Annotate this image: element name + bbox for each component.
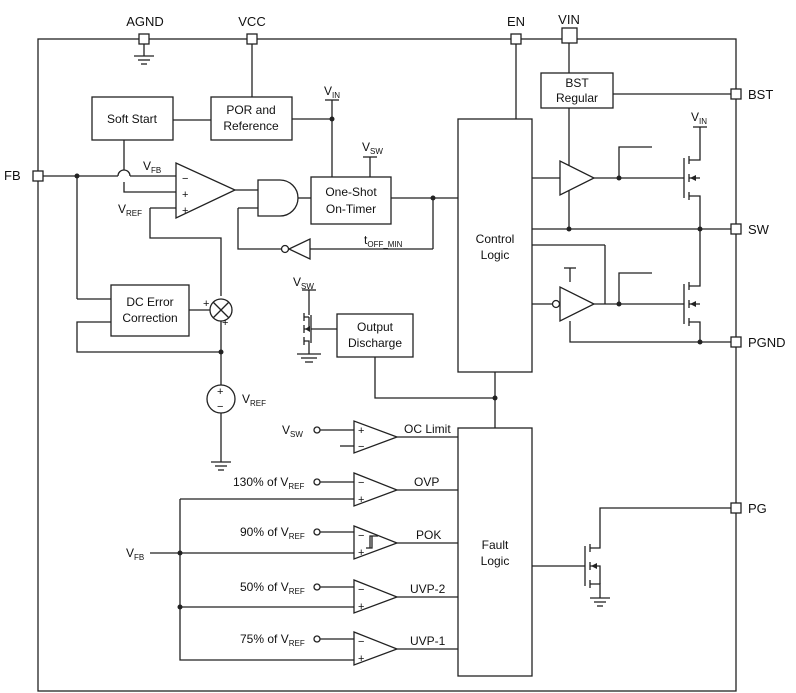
discharge-mosfet xyxy=(303,290,312,354)
svg-text:+: + xyxy=(358,601,364,613)
pin-pgnd: PGND xyxy=(730,335,786,350)
svg-text:BST: BST xyxy=(565,76,589,90)
dc-error-correction-block: DC Error Correction xyxy=(110,284,190,337)
svg-text:+: + xyxy=(217,386,223,398)
vin-label-hs: VIN xyxy=(691,110,707,126)
vsw-label-discharge: VSW xyxy=(293,275,314,291)
chip-outline xyxy=(37,38,737,692)
svg-text:−: − xyxy=(217,401,223,413)
control-logic-block: Control Logic xyxy=(457,118,533,373)
fault-logic-block: Fault Logic xyxy=(457,427,533,677)
toff-min-buffer xyxy=(280,237,311,261)
svg-text:−: − xyxy=(358,530,364,542)
svg-text:+: + xyxy=(182,205,188,217)
svg-text:Correction: Correction xyxy=(122,311,177,325)
ground-symbol xyxy=(211,461,231,471)
vref-source: + − xyxy=(206,384,236,414)
uvp2-ref-label: 50% of VREF xyxy=(240,580,305,596)
vfb-input-label: VFB xyxy=(126,546,144,562)
svg-text:Logic: Logic xyxy=(481,554,510,568)
main-comparator: − + + xyxy=(175,161,237,220)
vref-label-comp: VREF xyxy=(118,202,142,218)
vfb-label: VFB xyxy=(143,159,161,175)
low-side-driver xyxy=(551,267,596,323)
svg-text:+: + xyxy=(182,189,188,201)
pin-agnd: AGND xyxy=(126,14,164,65)
por-reference-block: POR and Reference xyxy=(210,96,293,141)
svg-text:One-Shot: One-Shot xyxy=(325,185,377,199)
pgnd-wire xyxy=(569,321,731,343)
comparator-pok: − + xyxy=(353,525,399,560)
svg-text:Reference: Reference xyxy=(223,119,279,133)
comparator-uvp2: − + xyxy=(353,579,399,614)
pin-fb: FB xyxy=(4,168,44,183)
ovp-ref-label: 130% of VREF xyxy=(233,475,304,491)
svg-text:Logic: Logic xyxy=(481,248,510,262)
uvp2-label: UVP-2 xyxy=(410,582,446,596)
comparator-oc-limit: + − xyxy=(353,420,399,454)
pin-vin-label: VIN xyxy=(558,12,580,27)
pin-bst-label: BST xyxy=(748,87,773,102)
pin-vin: VIN xyxy=(558,12,580,73)
pin-pg-label: PG xyxy=(748,501,767,516)
svg-text:+: + xyxy=(358,494,364,506)
svg-text:On-Timer: On-Timer xyxy=(326,202,376,216)
pok-ref-label: 90% of VREF xyxy=(240,525,305,541)
svg-text:Discharge: Discharge xyxy=(348,336,402,350)
high-side-driver xyxy=(559,159,596,197)
bst-regular-block: BST Regular xyxy=(540,72,614,109)
vsw-label-oc: VSW xyxy=(282,423,303,439)
comparator-uvp1: − + xyxy=(353,631,399,666)
oc-limit-label: OC Limit xyxy=(404,422,451,436)
svg-text:−: − xyxy=(358,441,364,453)
svg-text:Control: Control xyxy=(476,232,515,246)
svg-text:+: + xyxy=(203,298,209,310)
low-side-mosfet xyxy=(683,229,701,342)
svg-text:+: + xyxy=(358,653,364,665)
pin-vcc: VCC xyxy=(238,14,266,97)
high-side-mosfet xyxy=(683,127,701,229)
svg-text:+: + xyxy=(358,547,364,559)
uvp1-label: UVP-1 xyxy=(410,634,446,648)
svg-text:POR and: POR and xyxy=(226,103,275,117)
svg-text:−: − xyxy=(358,584,364,596)
svg-text:Regular: Regular xyxy=(556,91,598,105)
svg-text:Fault: Fault xyxy=(482,538,509,552)
svg-text:+: + xyxy=(358,425,364,437)
pin-sw: SW xyxy=(730,222,770,237)
comparator-ovp: − + xyxy=(353,472,399,507)
pin-en: EN xyxy=(507,14,525,119)
vref-label-source: VREF xyxy=(242,392,266,408)
pg-mosfet xyxy=(584,507,731,598)
pin-en-label: EN xyxy=(507,14,525,29)
pin-agnd-label: AGND xyxy=(126,14,164,29)
svg-text:Soft Start: Soft Start xyxy=(107,112,158,126)
output-discharge-block: Output Discharge xyxy=(336,313,414,358)
soft-start-block: Soft Start xyxy=(91,96,174,141)
one-shot-timer-block: One-Shot On-Timer xyxy=(310,176,392,225)
pin-vcc-label: VCC xyxy=(238,14,265,29)
svg-text:+: + xyxy=(222,317,228,329)
svg-text:Output: Output xyxy=(357,320,394,334)
uvp1-ref-label: 75% of VREF xyxy=(240,632,305,648)
svg-text:−: − xyxy=(358,477,364,489)
vin-label-top: VIN xyxy=(324,84,340,100)
pin-fb-label: FB xyxy=(4,168,21,183)
pin-pgnd-label: PGND xyxy=(748,335,786,350)
summing-junction xyxy=(209,298,233,322)
pin-sw-label: SW xyxy=(748,222,770,237)
pok-label: POK xyxy=(416,528,441,542)
pin-bst: BST xyxy=(730,87,773,102)
vsw-label-oneshot: VSW xyxy=(362,140,383,156)
svg-text:−: − xyxy=(358,636,364,648)
svg-text:DC Error: DC Error xyxy=(126,295,173,309)
and-gate xyxy=(257,179,299,217)
ovp-label: OVP xyxy=(414,475,439,489)
pin-pg: PG xyxy=(730,501,767,516)
toff-min-label: tOFF_MIN xyxy=(364,233,403,249)
svg-text:−: − xyxy=(182,173,188,185)
